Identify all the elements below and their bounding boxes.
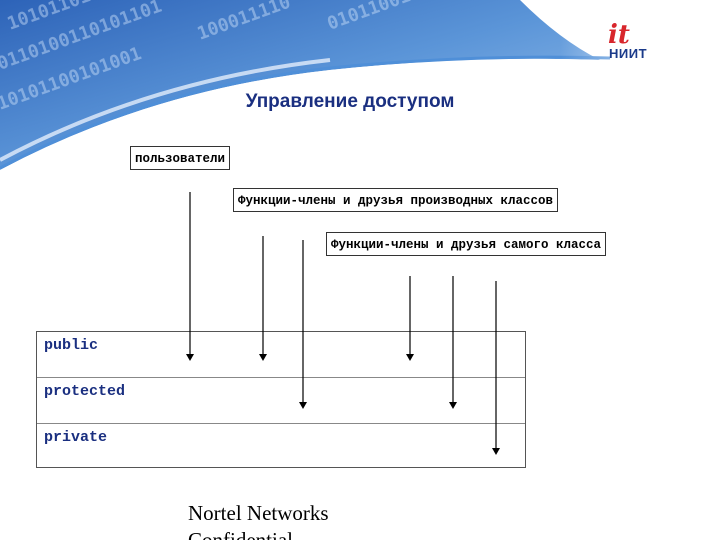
- logo-text: НИИТ: [609, 46, 648, 61]
- footer-line-2: Confidential: [188, 528, 293, 540]
- arrowhead-1: [186, 354, 194, 361]
- access-row-protected: protected: [37, 378, 525, 424]
- footer-note: Nortel Networks Confidential: [188, 500, 488, 540]
- access-table: public protected private: [36, 331, 526, 468]
- label-own-members: Функции-члены и друзья самого класса: [326, 232, 607, 256]
- arrowhead-5: [449, 402, 457, 409]
- label-derived-members: Функции-члены и друзья производных класс…: [233, 188, 559, 212]
- arrowhead-6: [492, 448, 500, 455]
- label-users: пользователи: [130, 146, 231, 170]
- arrowhead-3: [299, 402, 307, 409]
- access-row-public: public: [37, 332, 525, 378]
- footer-line-1: Nortel Networks: [188, 501, 329, 525]
- niit-logo: it НИИТ: [606, 22, 662, 62]
- page-title: Управление доступом: [0, 91, 700, 113]
- page-title-text: Управление доступом: [245, 91, 455, 112]
- logo-mark: it: [608, 20, 630, 50]
- arrowhead-2: [259, 354, 267, 361]
- access-row-private: private: [44, 429, 108, 446]
- arrowhead-4: [406, 354, 414, 361]
